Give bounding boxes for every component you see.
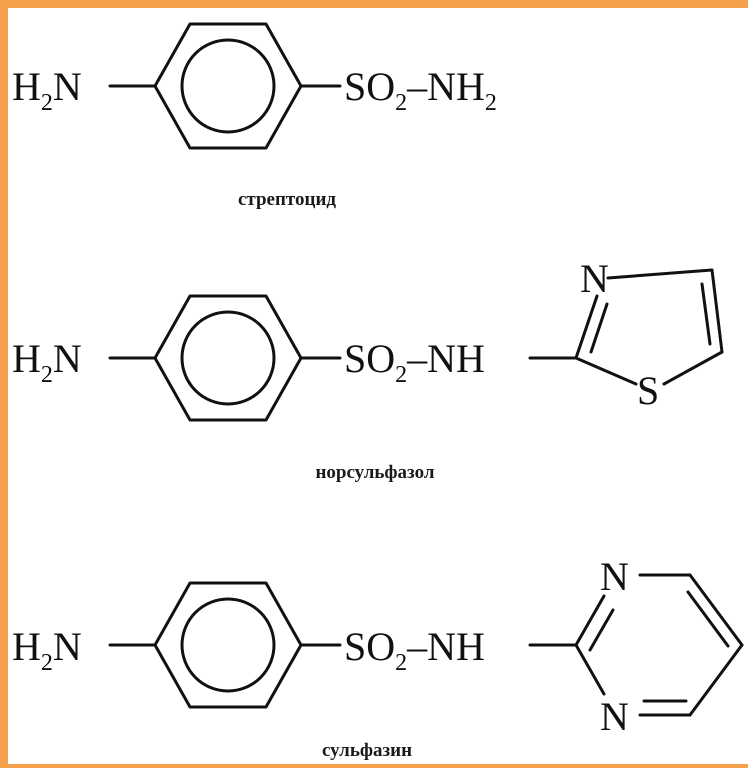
sulfonamide-group: SO2–NH2	[344, 64, 497, 116]
thiazole-ring: N S	[574, 256, 724, 413]
bond-n3-c4	[606, 268, 714, 280]
compound-name-label: стрептоцид	[238, 189, 336, 210]
pyrimidine-nitrogen-bottom: N	[600, 694, 629, 739]
bond-n3-c2	[574, 643, 606, 696]
compound-name-label: сульфазин	[322, 740, 412, 761]
sulfonamide-group: SO2–NH	[344, 336, 485, 388]
bond-c4-c5	[710, 268, 724, 354]
benzene-ring	[153, 581, 303, 709]
bond-c5-s1	[662, 350, 724, 386]
amine-group: H2N	[12, 624, 82, 676]
pyrimidine-nitrogen-top: N	[600, 554, 629, 599]
compound-norsulfazole: H2N SO2–NH N S норсульфазол	[12, 256, 724, 483]
bond-c6-c5	[688, 573, 744, 647]
compound-name-label: норсульфазол	[315, 462, 434, 483]
benzene-ring	[153, 294, 303, 422]
bond-c2-n1	[574, 594, 606, 647]
bond-c4-c5-double	[700, 282, 712, 346]
benzene-ring	[153, 22, 303, 150]
bond-c2-n3-double	[589, 302, 609, 354]
bond-c2-n3	[574, 294, 599, 360]
aromatic-circle	[180, 38, 276, 134]
amine-group: H2N	[12, 336, 82, 388]
aromatic-circle	[180, 597, 276, 693]
compound-streptocide: H2N SO2–NH2 стрептоцид	[12, 22, 497, 210]
bond-s1-c2	[574, 356, 638, 386]
amine-group: H2N	[12, 64, 82, 116]
sulfonamide-group: SO2–NH	[344, 624, 485, 676]
bond-c5-c4	[688, 643, 744, 717]
bond-c6-c5-double	[686, 590, 730, 648]
pyrimidine-ring: N N	[574, 554, 744, 739]
compound-sulfazine: H2N SO2–NH N N сульфазин	[12, 554, 744, 761]
thiazole-nitrogen: N	[580, 256, 609, 301]
thiazole-sulfur: S	[637, 368, 659, 413]
bond-c2-n1-double	[588, 608, 615, 652]
aromatic-circle	[180, 310, 276, 406]
